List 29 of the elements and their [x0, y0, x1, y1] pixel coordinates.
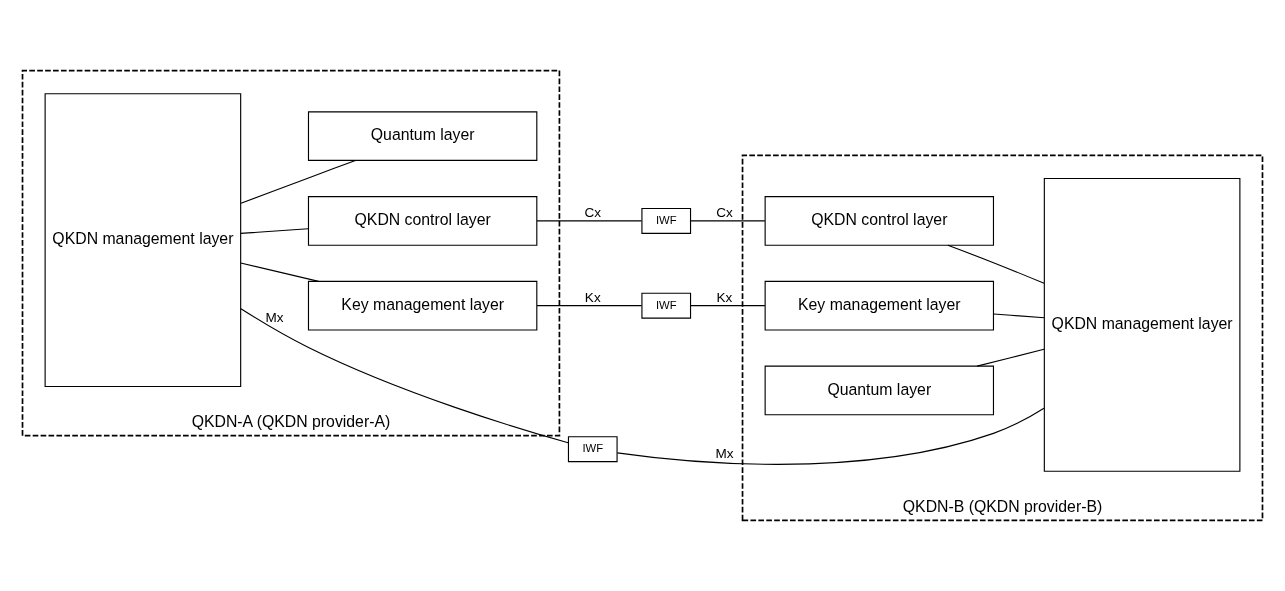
edge-label: Kx — [716, 289, 733, 305]
node-box: QKDN management layer — [1043, 177, 1241, 472]
node-box: QKDN management layer — [44, 93, 242, 388]
connector — [616, 407, 1045, 465]
connector — [993, 313, 1045, 319]
connector — [536, 305, 643, 307]
edge-label: Cx — [716, 205, 733, 221]
connector — [240, 262, 320, 282]
connector — [240, 308, 569, 444]
node-box: IWF — [641, 292, 692, 319]
edge-label: Cx — [584, 205, 602, 221]
node-box: IWF — [641, 207, 692, 234]
node-box: Quantum layer — [307, 111, 538, 161]
edge-label: Kx — [584, 289, 601, 305]
connector — [536, 220, 643, 222]
node-box: QKDN control layer — [764, 196, 995, 246]
edge-label: Mx — [265, 310, 284, 326]
connector — [240, 228, 309, 234]
connector — [240, 159, 356, 204]
node-box: QKDN control layer — [307, 196, 538, 246]
connector — [690, 305, 766, 307]
node-box: Key management layer — [764, 280, 995, 331]
connector — [947, 244, 1045, 284]
edge-label: Mx — [715, 445, 734, 461]
connector — [976, 348, 1045, 367]
node-box: Key management layer — [307, 280, 538, 331]
connector — [690, 220, 766, 222]
node-box: Quantum layer — [764, 365, 995, 416]
node-box: IWF — [567, 436, 618, 463]
